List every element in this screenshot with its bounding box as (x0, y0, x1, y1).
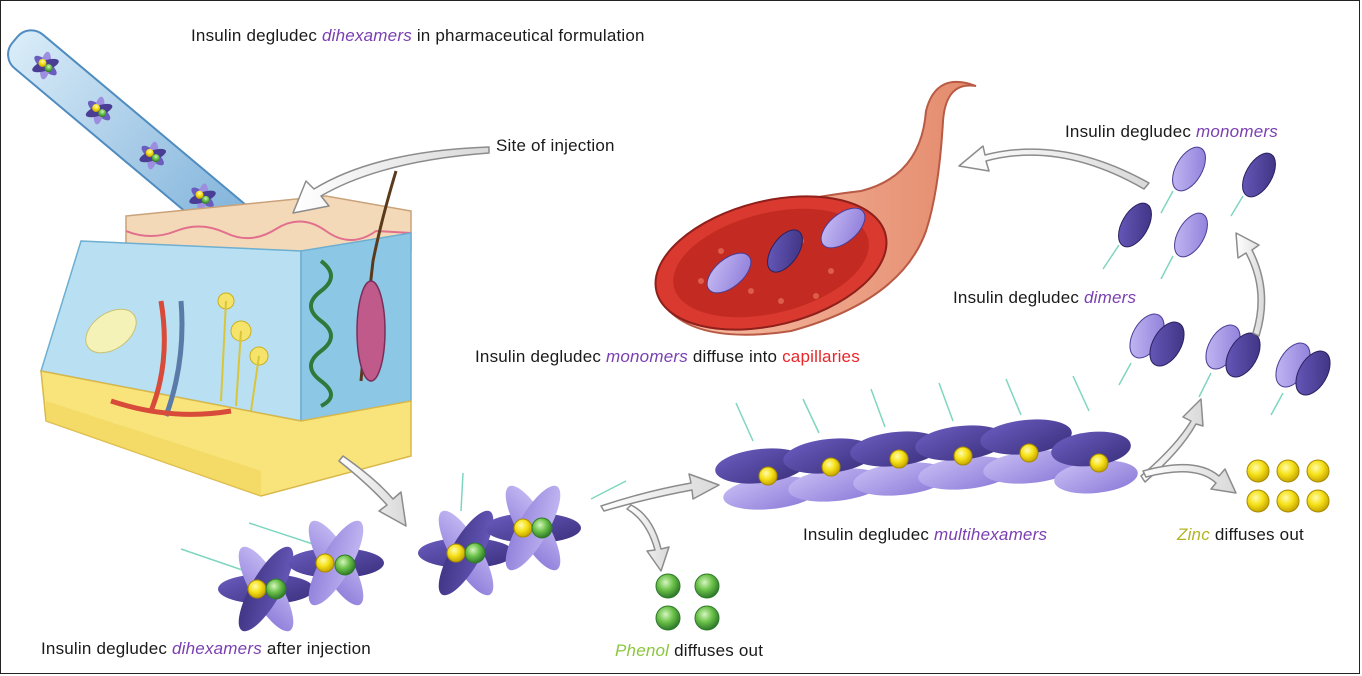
insulin-multihexamers (715, 375, 1138, 510)
label-after-injection: Insulin degludec dihexamers after inject… (41, 639, 371, 658)
insulin-dimers (1118, 313, 1331, 416)
label-injection-site: Site of injection (496, 136, 615, 155)
insulin-monomers (1102, 146, 1276, 280)
monomer-in-capillary (706, 207, 866, 294)
label-formulation: Insulin degludec dihexamers in pharmaceu… (191, 26, 645, 45)
hexamer-icon (32, 51, 216, 212)
label-dimers: Insulin degludec dimers (953, 288, 1137, 307)
skin-cross-section-icon (40, 170, 412, 497)
dihexamers-after-injection (180, 472, 627, 632)
syringe-icon (7, 29, 270, 254)
label-capillaries: Insulin degludec monomers diffuse into c… (475, 347, 860, 366)
zinc-ball-icon (758, 443, 1109, 486)
label-monomers: Insulin degludec monomers (1065, 122, 1278, 141)
label-multihexamers: Insulin degludec multihexamers (803, 525, 1048, 544)
zinc-balls-group (1246, 459, 1330, 513)
capillary-icon (654, 81, 977, 336)
phenol-ball-icon (655, 573, 720, 631)
arrow-icon (292, 145, 1266, 572)
label-phenol: Phenol diffuses out (615, 641, 764, 660)
label-zinc: Zinc diffuses out (1177, 525, 1304, 544)
